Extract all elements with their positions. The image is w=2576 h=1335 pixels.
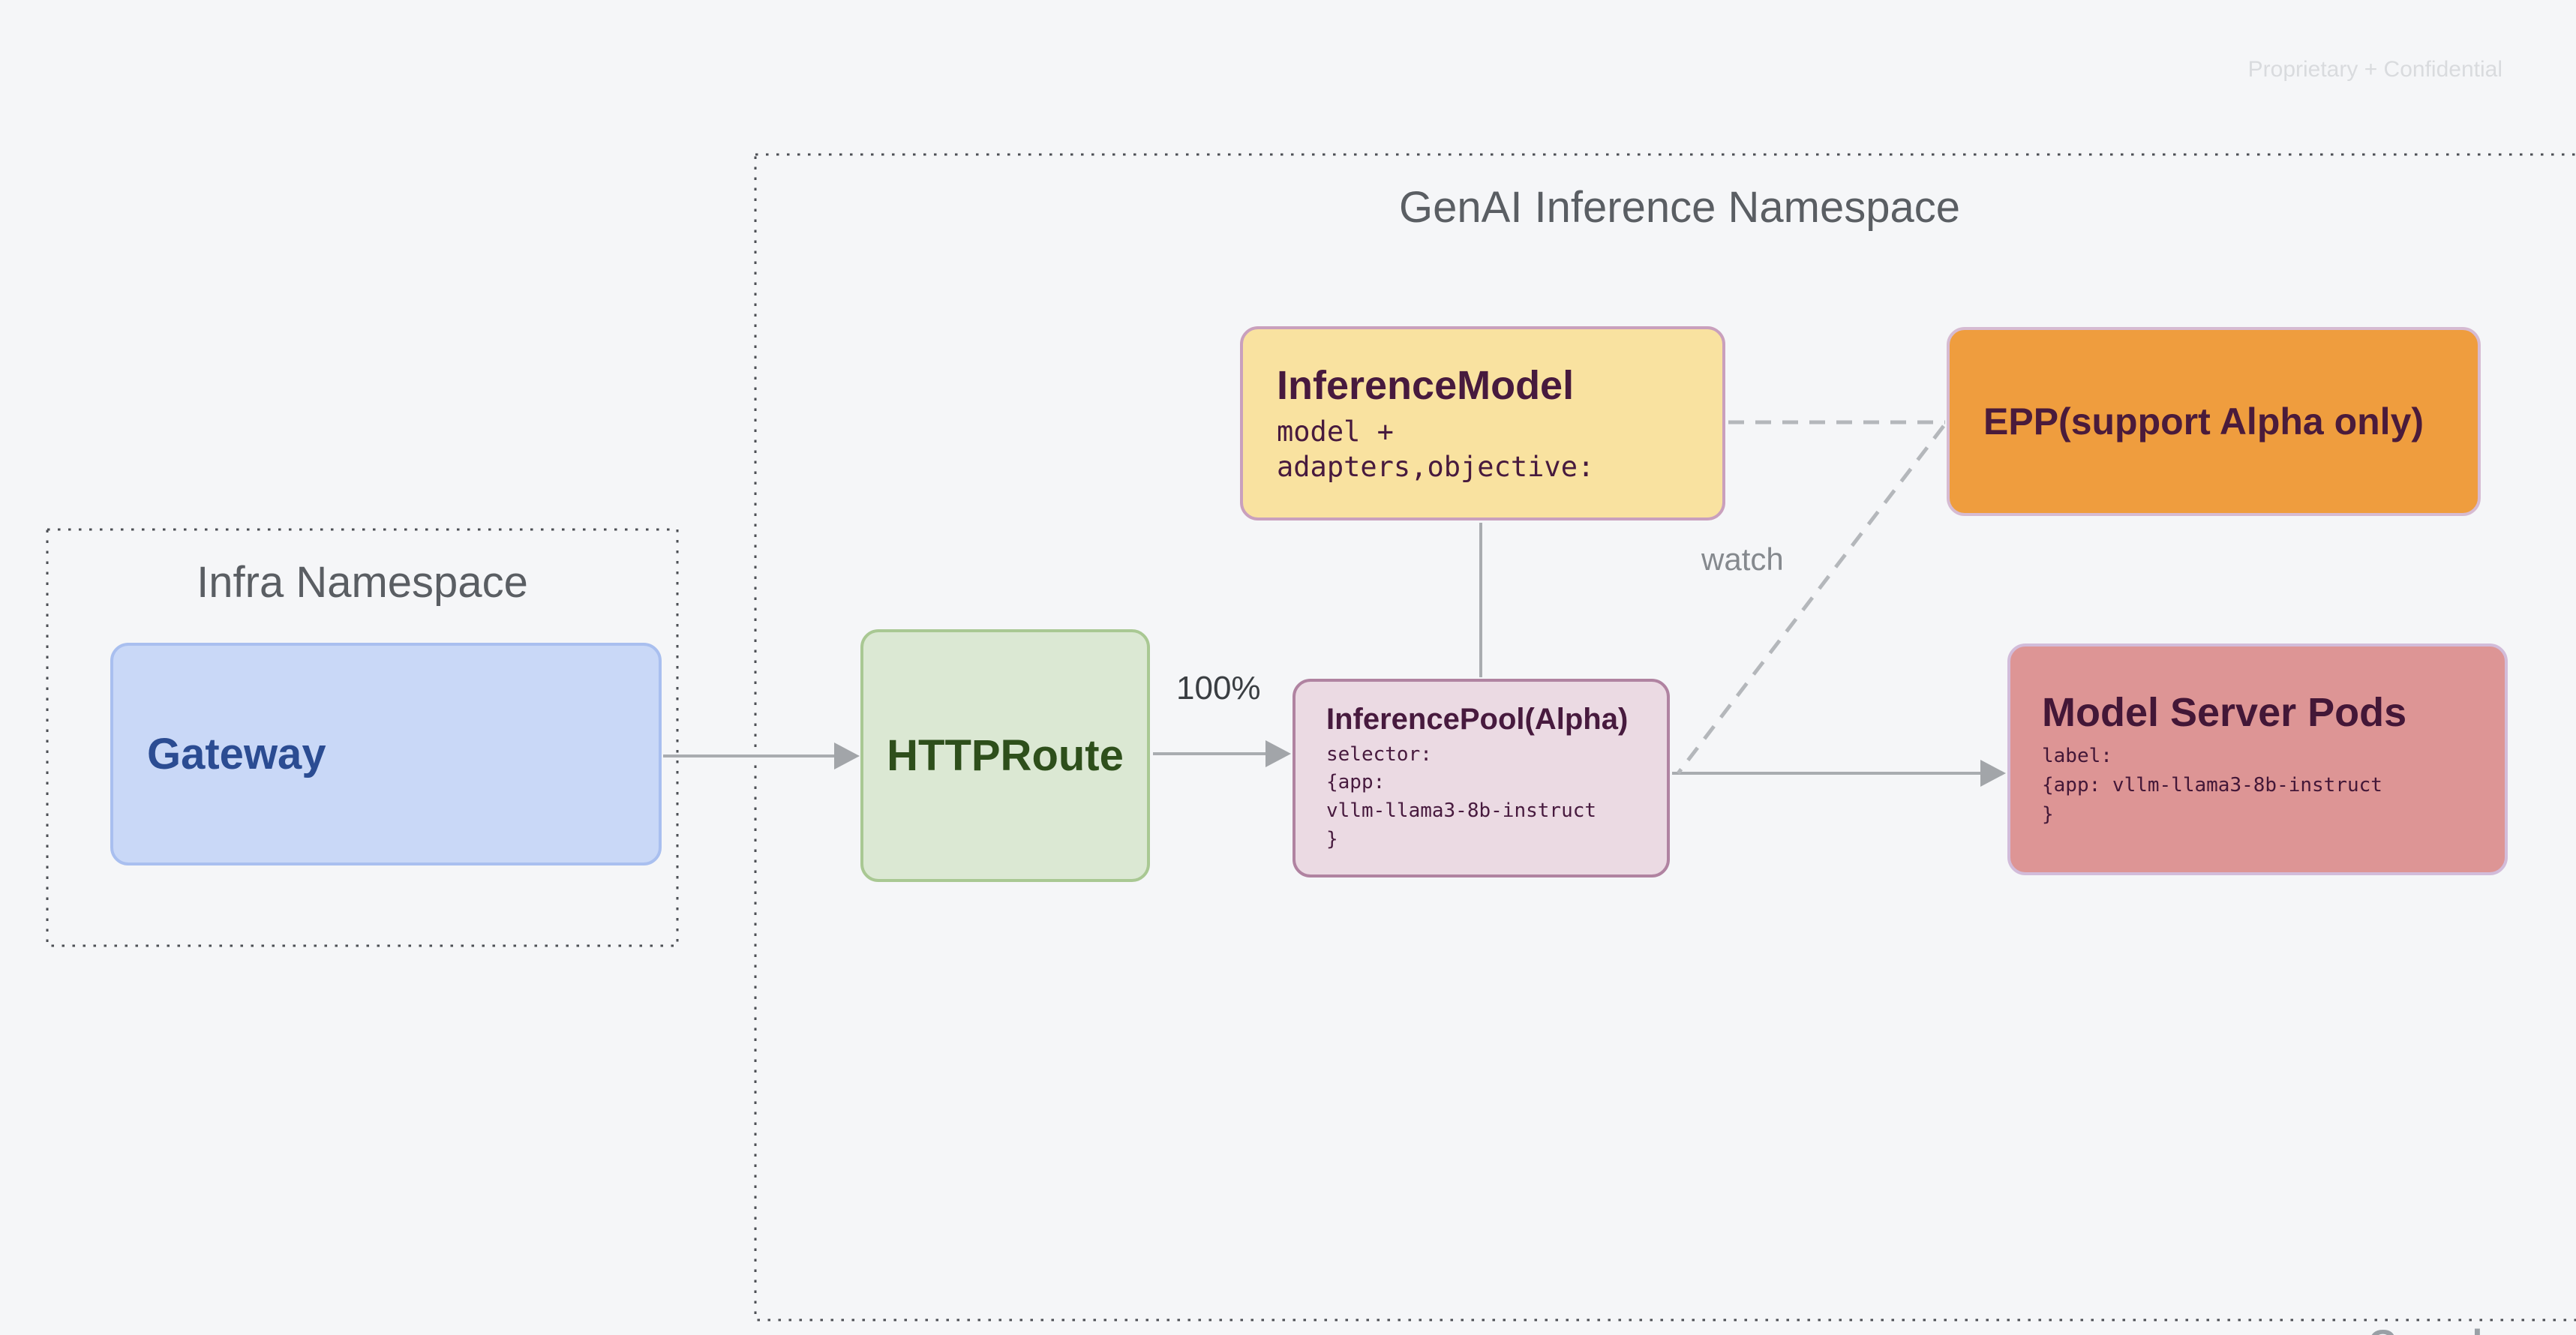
google-logo: Google (2368, 1322, 2506, 1335)
epp-node-title: EPP(support Alpha only) (1983, 400, 2424, 442)
model-server-pods-detail-line: label: (2042, 745, 2112, 767)
httproute-node-title: HTTPRoute (887, 731, 1124, 780)
inference-model-node: InferenceModel model + adapters,objectiv… (1240, 326, 1725, 520)
epp-node: EPP(support Alpha only) (1947, 327, 2481, 516)
inference-model-node-title: InferenceModel (1277, 362, 1575, 408)
inference-model-detail-line: model + (1277, 415, 1394, 448)
watch-label: watch (1701, 542, 1784, 577)
model-server-pods-node-title: Model Server Pods (2042, 690, 2407, 735)
dashed-line-epp-watch-inferencepool (1677, 424, 1945, 775)
inference-pool-node-title: InferencePool(Alpha) (1326, 702, 1629, 736)
inference-model-detail-line: adapters,objective: (1277, 450, 1595, 483)
gateway-node: Gateway (110, 643, 662, 866)
arrowhead-httproute-to-inferencepool (1265, 740, 1291, 767)
model-server-pods-node: Model Server Pods label: {app: vllm-llam… (2007, 644, 2508, 875)
arrowhead-inferencepool-to-modelserverpods (1980, 760, 2006, 787)
infra-namespace-title: Infra Namespace (197, 558, 528, 607)
inference-pool-detail-line: {app: (1326, 771, 1386, 794)
httproute-node: HTTPRoute (860, 629, 1150, 882)
inference-pool-detail-line: } (1326, 827, 1338, 850)
model-server-pods-detail-line: } (2042, 803, 2054, 826)
route-weight-label: 100% (1176, 670, 1261, 706)
gateway-node-title: Gateway (147, 730, 326, 778)
inference-pool-node: InferencePool(Alpha) selector: {app: vll… (1293, 679, 1670, 878)
genai-namespace-title: GenAI Inference Namespace (1399, 183, 1960, 232)
infra-namespace-border (46, 528, 679, 947)
model-server-pods-detail-line: {app: vllm-llama3-8b-instruct (2042, 774, 2382, 796)
arrowhead-gateway-to-httproute (834, 742, 860, 770)
inference-pool-detail-line: selector: (1326, 742, 1432, 766)
inference-pool-detail-line: vllm-llama3-8b-instruct (1326, 800, 1597, 822)
confidential-label: Proprietary + Confidential (2247, 57, 2502, 82)
